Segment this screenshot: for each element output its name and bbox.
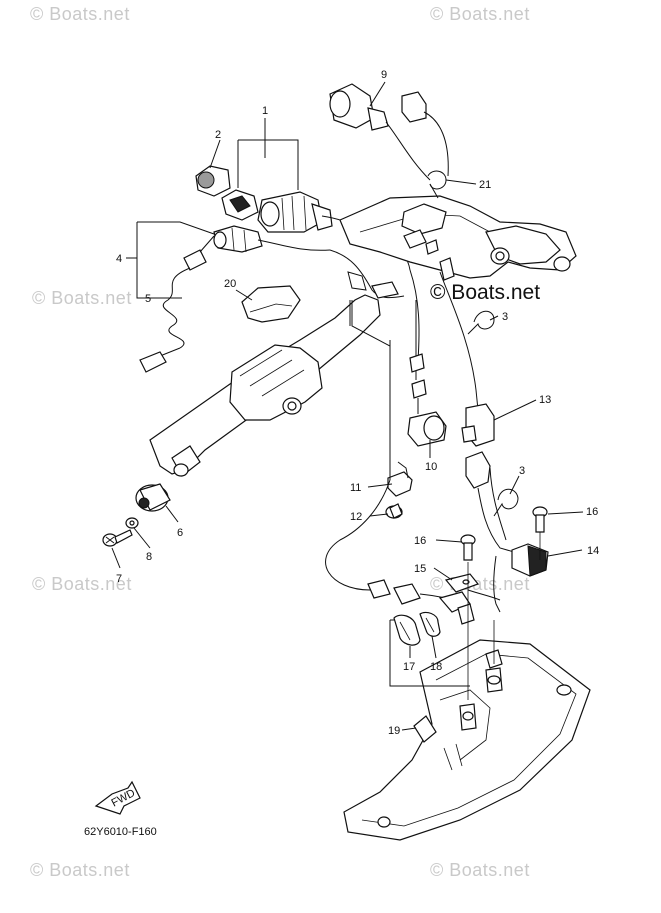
callout-15: 15 [414,563,426,575]
coil-part-10 [407,411,447,447]
callout-labels: 1 2 3 3 4 5 6 7 8 9 10 11 12 13 14 15 16… [116,69,599,737]
callout-11: 11 [350,482,361,494]
grip-cover-part-20 [241,285,301,323]
alignment-lines [467,532,541,700]
callout-8: 8 [146,551,152,563]
screw-part-12 [385,503,403,519]
watermark-top-right: © Boats.net [430,4,530,24]
lanyard-part-5 [139,235,215,373]
switch-cap-part-2 [195,165,231,197]
forward-direction-arrow: FWD [94,780,141,815]
callout-1: 1 [262,105,268,117]
callout-5: 5 [145,293,151,305]
callout-2: 2 [215,129,221,141]
callout-18: 18 [430,661,442,673]
screw-part-7 [102,529,133,547]
callout-19: 19 [388,725,400,737]
grip-ring-part-6 [135,483,171,512]
main-switch-part-1 [221,189,333,233]
callout-12: 12 [350,511,362,523]
grommet-part-18 [419,611,441,637]
clip-part-21 [427,170,447,199]
watermark-bottom-right: © Boats.net [430,860,530,880]
callout-3-lower: 3 [519,465,525,477]
watermark-lower-left: © Boats.net [32,574,132,594]
clip-part-3-upper [467,310,495,335]
bottom-cover-base [343,639,591,841]
watermark-mid-left: © Boats.net [32,288,132,308]
callout-7: 7 [116,573,122,585]
screw-part-16-center [460,534,476,561]
callout-9: 9 [381,69,387,81]
clip-part-3-lower [493,488,519,517]
callout-17: 17 [403,661,415,673]
bracket-housing [339,195,577,281]
watermark-bottom-left: © Boats.net [30,860,130,880]
steering-handle-body [149,294,381,477]
lower-connector-cable [465,451,515,553]
seal-part-19 [413,715,437,743]
callout-4: 4 [116,253,122,265]
connector-part-13 [461,389,495,447]
stop-switch-part-4 [213,225,331,253]
callout-16-center: 16 [414,535,426,547]
callout-16-right: 16 [586,506,598,518]
bracket-part-11 [387,461,413,497]
leader-lines [111,81,584,731]
connector-part-9 [329,83,449,181]
grommet-part-17 [393,614,421,646]
callout-20: 20 [224,278,236,290]
washer-part-8 [125,517,139,529]
watermark-top-left: © Boats.net [30,4,130,24]
callout-21: 21 [479,179,491,191]
diagram-code: 62Y6010-F160 [84,826,157,838]
harness-branch-left [351,300,427,480]
screw-part-16-right [532,506,548,533]
plate-part-15 [444,573,479,593]
callout-10: 10 [425,461,437,473]
relay-part-14 [511,543,549,577]
callout-13: 13 [539,394,551,406]
callout-6: 6 [177,527,183,539]
callout-3-upper: 3 [502,311,508,323]
loop-cable [325,479,501,625]
brand-watermark: © Boats.net [430,281,541,304]
callout-14: 14 [587,545,599,557]
